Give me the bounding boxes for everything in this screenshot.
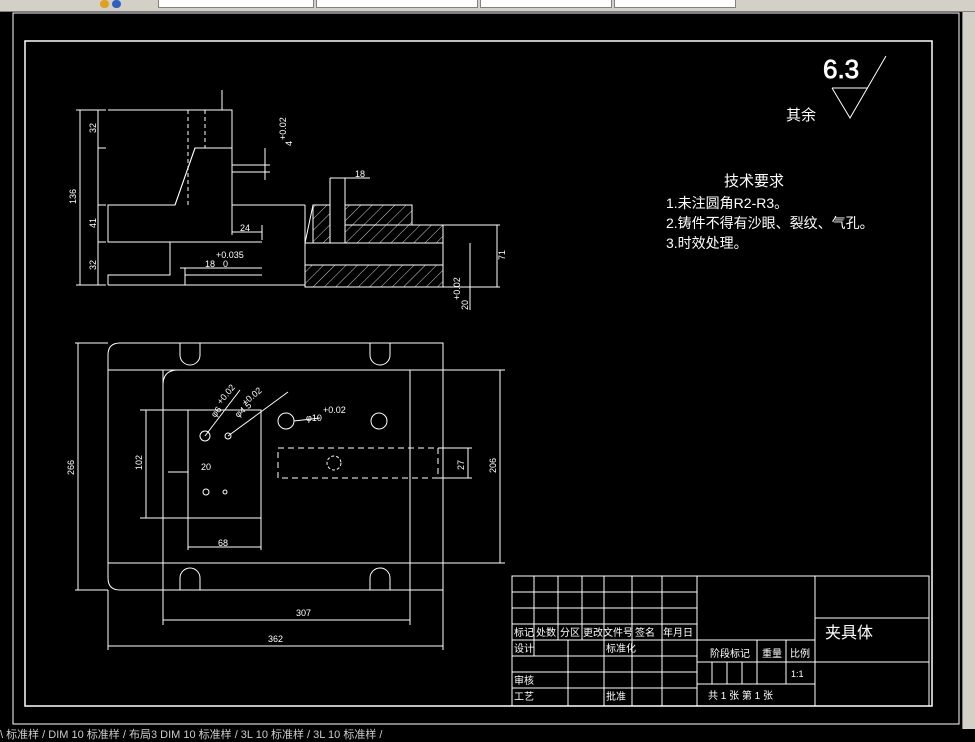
dim-307: 307 [296, 608, 311, 618]
dim-18-side: 18 [355, 169, 365, 179]
layer-dropdown[interactable] [158, 0, 314, 8]
dim-266: 266 [66, 460, 76, 475]
dim-20-plan: 20 [201, 462, 211, 472]
requirement-3: 3.时效处理。 [666, 235, 748, 251]
part-name: 夹具体 [825, 624, 873, 642]
col-label-mark: 标记 [514, 627, 534, 639]
dim-tol-035: +0.035 [216, 250, 244, 260]
roughness-symbol [831, 55, 887, 119]
requirement-1: 1.未注圆角R2-R3。 [666, 195, 788, 211]
lineweight-dropdown[interactable] [480, 0, 612, 8]
dim-tol-035-lo: 0 [223, 259, 228, 269]
globe-icon[interactable] [112, 0, 121, 8]
scale: 比例 [790, 647, 810, 660]
row-review: 审核 [514, 674, 534, 687]
hole-a-tol: +0.02 [215, 382, 237, 406]
roughness-value: 6.3 [823, 54, 859, 84]
hole-b-tol: +0.02 [240, 385, 264, 407]
dim-41: 41 [88, 218, 98, 228]
front-view [76, 90, 306, 286]
dim-tol-002a: +0.02 [278, 117, 288, 140]
row-std: 标准化 [606, 642, 636, 655]
requirement-2: 2.铸件不得有沙眼、裂纹、气孔。 [666, 215, 874, 231]
hole-c-tol: +0.02 [323, 405, 346, 415]
drawing-frame [24, 40, 933, 707]
outer-border [12, 12, 960, 725]
col-label-count: 处数 [536, 626, 556, 639]
title-block [511, 575, 930, 707]
dim-27: 27 [456, 460, 466, 470]
dim-71: 71 [497, 250, 507, 260]
dim-206: 206 [488, 458, 498, 473]
scale-value: 1:1 [791, 669, 804, 679]
layer-icon[interactable] [100, 0, 109, 8]
row-design: 设计 [514, 642, 534, 655]
side-section-view [304, 177, 500, 310]
col-label-zone: 分区 [560, 627, 580, 639]
stage-mark: 阶段标记 [710, 647, 750, 660]
col-label-doc: 更改文件号 [583, 626, 633, 639]
dim-136: 136 [68, 189, 78, 204]
layout-tabs[interactable]: \ 标准样 / DIM 10 标准样 / 布局3 DIM 10 标准样 / 3L… [0, 729, 383, 741]
dim-tol-20: +0.02 [452, 277, 462, 300]
col-label-sign: 签名 [635, 626, 655, 639]
dim-68: 68 [218, 538, 228, 548]
dim-20: 20 [460, 300, 470, 310]
row-approve: 批准 [606, 690, 626, 703]
plotstyle-dropdown[interactable] [614, 0, 736, 8]
sheets: 共 1 张 第 1 张 [708, 689, 773, 702]
dim-102: 102 [134, 455, 144, 470]
hole-c-label: φ10 [306, 413, 322, 423]
linetype-dropdown[interactable] [316, 0, 478, 8]
dim-362: 362 [268, 634, 283, 644]
dim-4: 4 [284, 141, 294, 146]
roughness-label: 其余 [786, 106, 816, 124]
requirements-title: 技术要求 [724, 173, 784, 190]
dim-32b: 32 [88, 260, 98, 270]
dim-18-tol: 18 [205, 259, 215, 269]
vertical-scrollbar[interactable] [962, 12, 975, 729]
plan-view [75, 342, 505, 650]
dim-32a: 32 [88, 123, 98, 133]
col-label-date: 年月日 [663, 626, 693, 639]
weight: 重量 [762, 647, 782, 660]
row-process: 工艺 [514, 691, 534, 703]
hole-a-label: φ6 [209, 405, 224, 420]
dim-24: 24 [240, 223, 250, 233]
toolbar [0, 0, 975, 12]
